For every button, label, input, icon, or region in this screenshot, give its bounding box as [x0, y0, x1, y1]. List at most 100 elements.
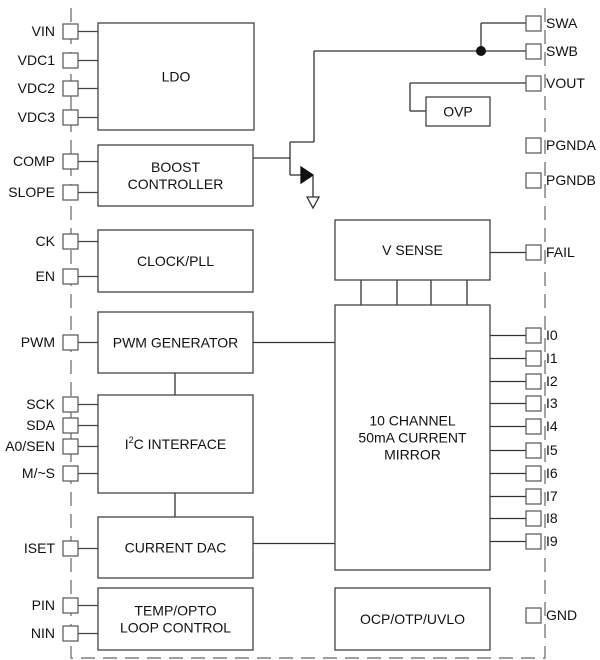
- block-i2c: I2C INTERFACE: [97, 394, 254, 494]
- pin-label: VDC1: [18, 52, 56, 68]
- pin-label: GND: [546, 607, 577, 623]
- transistor-arrow-icon: [300, 165, 315, 185]
- pin-pgndb: PGNDB: [525, 172, 596, 189]
- pin-sda: SDA: [26, 417, 98, 434]
- pin-nin: NIN: [31, 625, 98, 642]
- pin-label: I5: [546, 442, 558, 458]
- block-clock: CLOCK/PLL: [97, 229, 254, 293]
- pin-pad: [525, 488, 542, 505]
- block-ldo-box: [97, 22, 255, 131]
- pin-fail: FAIL: [525, 244, 575, 261]
- pin-slope: SLOPE: [8, 184, 98, 201]
- pin-label: I6: [546, 465, 558, 481]
- block-prot: OCP/OTP/UVLO: [334, 587, 491, 651]
- block-clock-box: [97, 229, 254, 293]
- block-prot-box: [334, 587, 491, 651]
- pin-label: VOUT: [546, 75, 585, 91]
- pin-vdc3: VDC3: [18, 109, 98, 126]
- pin-i6: I6: [525, 465, 558, 482]
- pin-pad: [62, 153, 79, 170]
- pin-label: I9: [546, 533, 558, 549]
- pin-pad: [525, 395, 542, 412]
- pin-gnd: GND: [525, 607, 577, 624]
- ground-symbol-icon: [305, 196, 321, 210]
- pin-iset: ISET: [24, 540, 98, 557]
- block-i2c-label: I2C INTERFACE: [125, 435, 226, 452]
- chip-boundary: [70, 0, 546, 659]
- pin-label: PIN: [32, 597, 55, 613]
- block-boost-box: [97, 144, 254, 207]
- pin-vout: VOUT: [525, 75, 585, 92]
- pin-swb: SWB: [525, 43, 578, 60]
- pin-label: I2: [546, 373, 558, 389]
- pin-pad: [62, 268, 79, 285]
- pin-i0: I0: [525, 327, 558, 344]
- pin-label: PGNDB: [546, 172, 596, 188]
- block-boost-label: CONTROLLER: [128, 176, 224, 192]
- block-prot-label: OCP/OTP/UVLO: [360, 611, 465, 627]
- pin-a0-sen: A0/SEN: [5, 438, 98, 455]
- pin-label: VIN: [32, 23, 55, 39]
- pin-vdc2: VDC2: [18, 80, 98, 97]
- pin-m-s: M/~S: [22, 465, 98, 482]
- block-dac-box: [97, 516, 254, 579]
- pin-pad: [525, 327, 542, 344]
- pin-label: M/~S: [22, 465, 55, 481]
- pin-i9: I9: [525, 533, 558, 550]
- block-temp-label: LOOP CONTROL: [120, 620, 231, 636]
- block-mirror-label: 10 CHANNEL: [369, 413, 456, 429]
- block-pwm: PWM GENERATOR: [97, 311, 254, 374]
- pin-label: CK: [36, 233, 56, 249]
- pin-label: COMP: [13, 153, 55, 169]
- pin-i3: I3: [525, 395, 558, 412]
- pin-pad: [62, 109, 79, 126]
- pin-comp: COMP: [13, 153, 98, 170]
- block-ovp-box: [425, 96, 491, 127]
- pin-pad: [525, 43, 542, 60]
- pin-label: I0: [546, 327, 558, 343]
- pin-pad: [525, 137, 542, 154]
- pin-pad: [525, 418, 542, 435]
- block-temp-label: TEMP/OPTO: [134, 603, 216, 619]
- pin-pad: [525, 172, 542, 189]
- pin-pad: [525, 510, 542, 527]
- block-ldo: LDO: [97, 22, 255, 131]
- pin-pad: [525, 607, 542, 624]
- pin-pad: [525, 533, 542, 550]
- pin-pad: [62, 80, 79, 97]
- block-ovp: OVP: [425, 96, 491, 127]
- pin-pgnda: PGNDA: [525, 137, 596, 154]
- pin-pad: [62, 334, 79, 351]
- pins: VINVDC1VDC2VDC3COMPSLOPECKENPWMSCKSDAA0/…: [5, 15, 596, 642]
- pin-vdc1: VDC1: [18, 52, 98, 69]
- pin-label: SLOPE: [8, 184, 55, 200]
- pin-label: VDC2: [18, 80, 56, 96]
- junction-dot-icon: [476, 46, 486, 56]
- pin-pad: [62, 417, 79, 434]
- pin-ck: CK: [36, 233, 98, 250]
- pin-label: VDC3: [18, 109, 56, 125]
- pin-label: EN: [36, 268, 55, 284]
- block-vsense: V SENSE: [334, 219, 491, 281]
- pin-pad: [62, 396, 79, 413]
- block-dac: CURRENT DAC: [97, 516, 254, 579]
- pin-pin: PIN: [32, 597, 98, 614]
- pin-label: FAIL: [546, 244, 575, 260]
- pin-pad: [525, 244, 542, 261]
- pin-pad: [62, 465, 79, 482]
- pin-label: I4: [546, 418, 558, 434]
- block-ovp-label: OVP: [443, 104, 473, 120]
- pin-i4: I4: [525, 418, 558, 435]
- connection-wires: [174, 22, 526, 545]
- pin-pwm: PWM: [21, 334, 98, 351]
- pin-label: A0/SEN: [5, 438, 55, 454]
- pin-label: SDA: [26, 417, 55, 433]
- pin-pad: [525, 373, 542, 390]
- pin-i7: I7: [525, 488, 558, 505]
- pin-pad: [62, 23, 79, 40]
- pin-pad: [525, 442, 542, 459]
- pin-pad: [525, 465, 542, 482]
- pin-pad: [525, 350, 542, 367]
